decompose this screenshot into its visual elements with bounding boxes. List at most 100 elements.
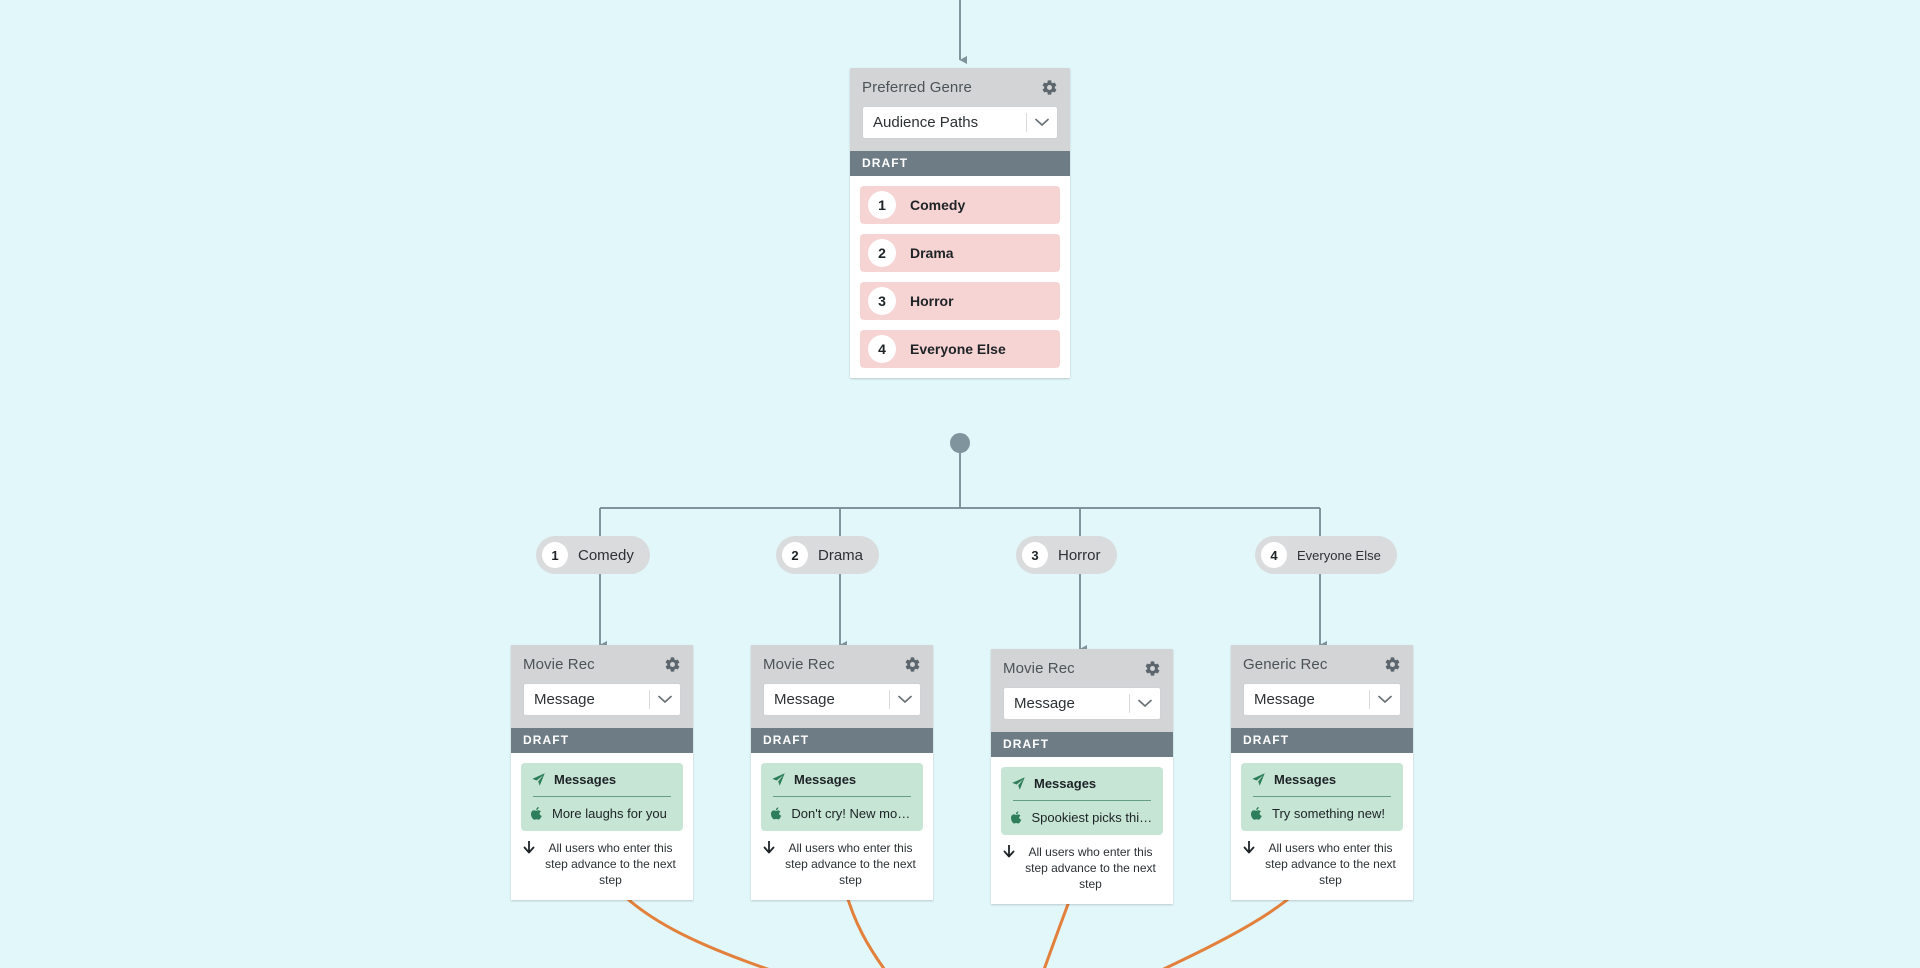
message-type-value: Message	[1254, 691, 1315, 708]
gear-icon[interactable]	[1384, 656, 1401, 673]
status-badge: DRAFT	[850, 151, 1070, 176]
pill-label: Horror	[1058, 546, 1101, 564]
message-node-drama[interactable]: Movie Rec Message DRAFT Messa	[751, 645, 933, 900]
message-type-select[interactable]: Message	[523, 683, 681, 716]
paper-plane-icon	[1012, 777, 1025, 790]
audience-path-row[interactable]: 2 Drama	[860, 234, 1060, 272]
node-header: Movie Rec Message	[511, 645, 693, 728]
node-title: Movie Rec	[523, 655, 595, 673]
advance-text: All users who enter this step advance to…	[1265, 841, 1396, 887]
paper-plane-icon	[532, 773, 545, 786]
advance-note: All users who enter this step advance to…	[1241, 840, 1403, 890]
status-badge: DRAFT	[991, 732, 1173, 757]
message-item[interactable]: Try something new!	[1251, 806, 1393, 821]
messages-box[interactable]: Messages Don't cry! New movi…	[761, 763, 923, 831]
advance-note: All users who enter this step advance to…	[761, 840, 923, 890]
message-type-select[interactable]: Message	[763, 683, 921, 716]
node-title: Generic Rec	[1243, 655, 1328, 673]
chevron-down-icon[interactable]	[890, 695, 920, 704]
node-title: Movie Rec	[1003, 659, 1075, 677]
advance-text: All users who enter this step advance to…	[785, 841, 916, 887]
select-divider	[1026, 113, 1027, 132]
messages-label: Messages	[794, 772, 857, 787]
apple-icon	[771, 807, 782, 820]
path-number: 1	[868, 191, 896, 219]
message-type-select[interactable]: Message	[1243, 683, 1401, 716]
pill-number: 4	[1261, 542, 1287, 568]
node-header: Preferred Genre Audience Paths	[850, 68, 1070, 151]
divider	[533, 796, 671, 797]
message-type-value: Message	[774, 691, 835, 708]
arrow-down-icon	[763, 841, 775, 854]
node-body: Messages Spookiest picks this… All users…	[991, 757, 1173, 904]
select-divider	[649, 690, 650, 709]
messages-box[interactable]: Messages Try something new!	[1241, 763, 1403, 831]
message-node-generic[interactable]: Generic Rec Message DRAFT Mes	[1231, 645, 1413, 900]
message-type-value: Message	[534, 691, 595, 708]
divider	[1253, 796, 1391, 797]
messages-box[interactable]: Messages More laughs for you	[521, 763, 683, 831]
node-title: Preferred Genre	[862, 78, 972, 96]
branch-pill-everyone-else[interactable]: 4 Everyone Else	[1255, 536, 1397, 574]
chevron-down-icon[interactable]	[1130, 699, 1160, 708]
audience-path-row[interactable]: 1 Comedy	[860, 186, 1060, 224]
status-badge: DRAFT	[511, 728, 693, 753]
message-type-select[interactable]: Message	[1003, 687, 1161, 720]
arrow-down-icon	[1003, 845, 1015, 858]
audience-path-row[interactable]: 3 Horror	[860, 282, 1060, 320]
branch-pill-horror[interactable]: 3 Horror	[1016, 536, 1117, 574]
message-item-label: Spookiest picks this…	[1031, 810, 1153, 825]
pill-label: Drama	[818, 546, 864, 564]
paper-plane-icon	[772, 773, 785, 786]
chevron-down-icon[interactable]	[1370, 695, 1400, 704]
audience-path-row[interactable]: 4 Everyone Else	[860, 330, 1060, 368]
gear-icon[interactable]	[904, 656, 921, 673]
chevron-down-icon[interactable]	[1027, 118, 1057, 127]
apple-icon	[1251, 807, 1262, 820]
message-item[interactable]: Spookiest picks this…	[1011, 810, 1153, 825]
split-type-select[interactable]: Audience Paths	[862, 106, 1058, 139]
arrow-down-icon	[1243, 841, 1255, 854]
path-label: Everyone Else	[910, 341, 1006, 357]
select-divider	[1129, 694, 1130, 713]
node-header: Movie Rec Message	[751, 645, 933, 728]
path-number: 4	[868, 335, 896, 363]
advance-note: All users who enter this step advance to…	[521, 840, 683, 890]
gear-icon[interactable]	[664, 656, 681, 673]
message-item-label: Try something new!	[1272, 806, 1385, 821]
message-type-value: Message	[1014, 695, 1075, 712]
select-divider	[1369, 690, 1370, 709]
split-type-value: Audience Paths	[873, 114, 979, 131]
pill-number: 3	[1022, 542, 1048, 568]
chevron-down-icon[interactable]	[650, 695, 680, 704]
pill-number: 2	[782, 542, 808, 568]
audience-path-list: 1 Comedy 2 Drama 3 Horror 4 Everyone Els…	[850, 176, 1070, 378]
apple-icon	[1011, 811, 1022, 824]
branch-pill-comedy[interactable]: 1 Comedy	[536, 536, 650, 574]
node-body: Messages More laughs for you All users w…	[511, 753, 693, 900]
message-node-horror[interactable]: Movie Rec Message DRAFT Messa	[991, 649, 1173, 904]
messages-header: Messages	[531, 772, 673, 787]
arrow-down-icon	[523, 841, 535, 854]
audience-split-node[interactable]: Preferred Genre Audience Paths DRAFT 1 C…	[850, 68, 1070, 378]
node-header: Movie Rec Message	[991, 649, 1173, 732]
select-divider	[889, 690, 890, 709]
message-node-comedy[interactable]: Movie Rec Message DRAFT Messa	[511, 645, 693, 900]
gear-icon[interactable]	[1041, 79, 1058, 96]
message-item[interactable]: More laughs for you	[531, 806, 673, 821]
node-body: Messages Try something new! All users wh…	[1231, 753, 1413, 900]
gear-icon[interactable]	[1144, 660, 1161, 677]
advance-note: All users who enter this step advance to…	[1001, 844, 1163, 894]
messages-header: Messages	[771, 772, 913, 787]
message-item-label: More laughs for you	[552, 806, 667, 821]
messages-box[interactable]: Messages Spookiest picks this…	[1001, 767, 1163, 835]
messages-label: Messages	[1274, 772, 1337, 787]
advance-text: All users who enter this step advance to…	[1025, 845, 1156, 891]
branch-pill-drama[interactable]: 2 Drama	[776, 536, 880, 574]
path-number: 2	[868, 239, 896, 267]
message-item-label: Don't cry! New movi…	[791, 806, 913, 821]
message-item[interactable]: Don't cry! New movi…	[771, 806, 913, 821]
messages-label: Messages	[1034, 776, 1097, 791]
status-badge: DRAFT	[751, 728, 933, 753]
